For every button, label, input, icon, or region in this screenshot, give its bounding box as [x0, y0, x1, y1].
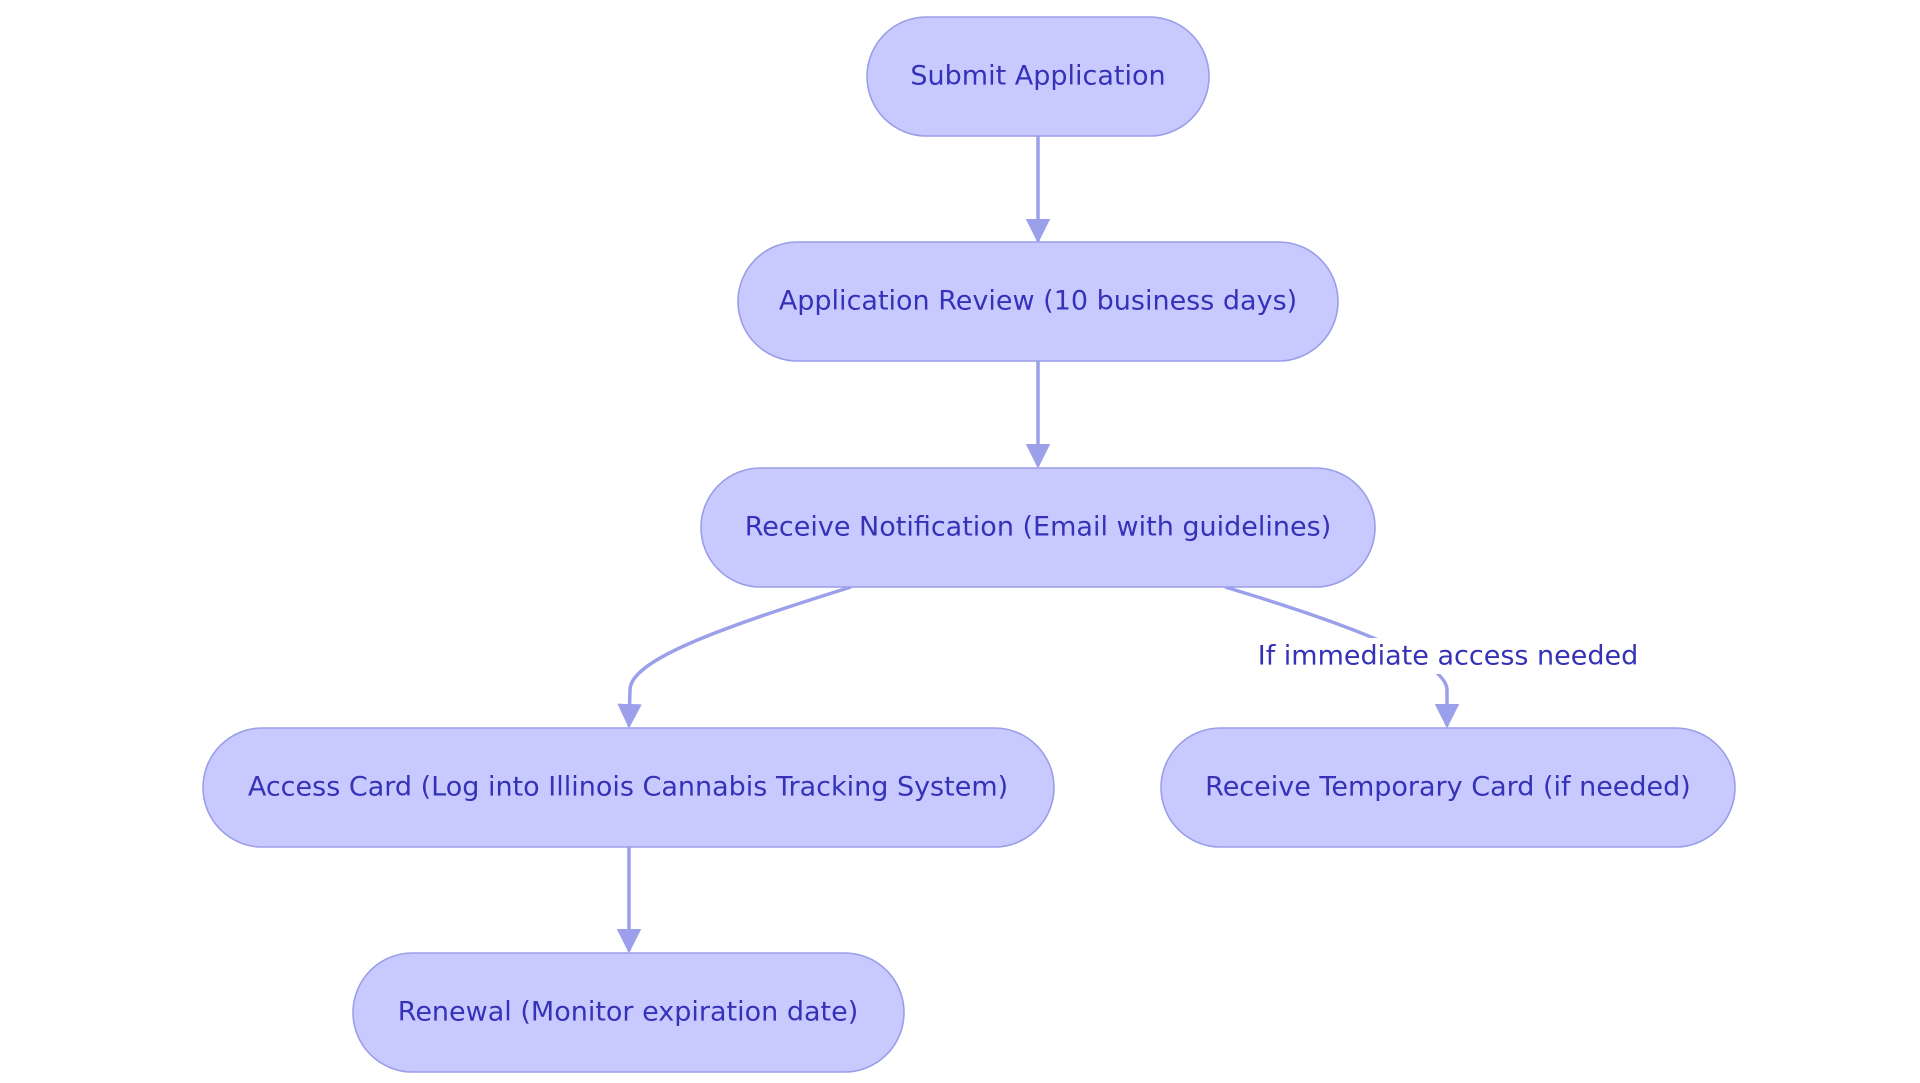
edges: If immediate access needed — [616, 136, 1640, 954]
edge-notify-to-access — [617, 585, 852, 729]
node-label: Renewal (Monitor expiration date) — [398, 997, 858, 1028]
node-shape — [202, 727, 1055, 848]
node-submit-application[interactable]: Submit Application — [866, 16, 1210, 137]
node-receive-temporary-card[interactable]: Receive Temporary Card (if needed) — [1160, 727, 1736, 848]
node-label: Application Review (10 business days) — [779, 286, 1297, 317]
node-renewal[interactable]: Renewal (Monitor expiration date) — [352, 952, 905, 1073]
node-receive-notification[interactable]: Receive Notification (Email with guideli… — [700, 467, 1376, 588]
node-application-review[interactable]: Application Review (10 business days) — [737, 241, 1339, 362]
node-shape — [866, 16, 1210, 137]
node-shape — [700, 467, 1376, 588]
node-shape — [1160, 727, 1736, 848]
node-access-card[interactable]: Access Card (Log into Illinois Cannabis … — [202, 727, 1055, 848]
node-label: Receive Temporary Card (if needed) — [1205, 772, 1691, 803]
node-label: Access Card (Log into Illinois Cannabis … — [248, 772, 1008, 803]
node-shape — [737, 241, 1339, 362]
node-shape — [352, 952, 905, 1073]
edge-label-background — [1256, 638, 1640, 674]
nodes: Submit Application Application Review (1… — [202, 16, 1736, 1073]
node-label: Receive Notification (Email with guideli… — [745, 512, 1332, 543]
edge-label-text: If immediate access needed — [1258, 641, 1639, 672]
node-label: Submit Application — [910, 61, 1165, 92]
edge-label-immediate-access: If immediate access needed — [1256, 638, 1640, 674]
